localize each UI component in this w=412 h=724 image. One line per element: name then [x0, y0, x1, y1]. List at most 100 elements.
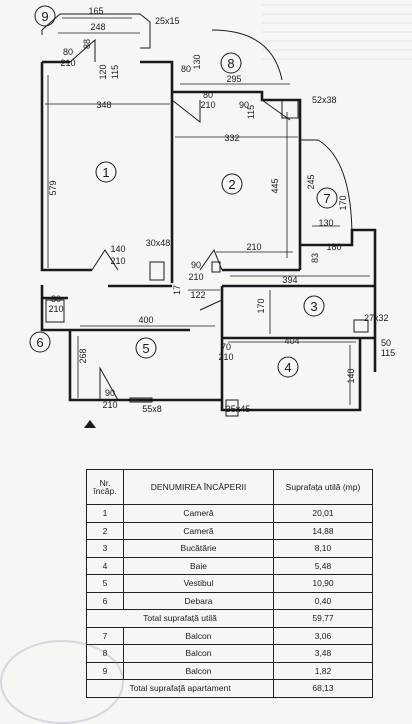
- table-row: 3 Bucătărie 8,10: [86, 539, 373, 558]
- dimension-text: 210: [48, 304, 63, 314]
- total-apartment-row: Total suprafață apartament 68,13: [86, 679, 373, 698]
- dimension-text: 130: [318, 218, 333, 228]
- dimension-text: 50: [381, 338, 391, 348]
- dimension-text: 83: [310, 253, 320, 263]
- dimension-text: 90: [239, 100, 249, 110]
- table-row: 1 Cameră 20,01: [86, 504, 373, 523]
- dimension-text: 180: [326, 242, 341, 252]
- dimension-text: 35x45: [226, 404, 251, 414]
- room-label: 4: [284, 360, 291, 375]
- dimension-text: 25x15: [155, 16, 180, 26]
- cell-name: Cameră: [123, 504, 274, 523]
- dimension-text: 80: [51, 294, 61, 304]
- room-label: 8: [227, 56, 234, 71]
- cell-name: Baie: [123, 556, 274, 575]
- cell-area: 3,48: [273, 644, 373, 663]
- cell-area: 3,06: [273, 626, 373, 645]
- room-label: 7: [323, 191, 330, 206]
- door-swings: [69, 38, 291, 401]
- table-row: 7 Balcon 3,06: [86, 626, 373, 645]
- dimension-text: 90: [105, 388, 115, 398]
- walls: [40, 13, 377, 412]
- dimension-text: 17: [172, 285, 182, 295]
- floor-plan: 1 2 3 4 5 6 7 8 9 165 248 25x15 80 210 8…: [29, 5, 395, 428]
- room-label: 6: [36, 335, 43, 350]
- dimension-text: 80: [203, 90, 213, 100]
- table-row: 9 Balcon 1,82: [86, 661, 373, 680]
- cell-nr: 2: [86, 521, 124, 540]
- room-label: 2: [228, 177, 235, 192]
- dimension-text: 165: [88, 6, 103, 16]
- dimension-text: 210: [218, 352, 233, 362]
- dimension-text: 445: [270, 178, 280, 193]
- area-table-container: Nr. încăp. DENUMIREA ÎNCĂPERII Suprafața…: [86, 469, 373, 698]
- room-label: 3: [310, 299, 317, 314]
- dimension-text: 579: [48, 180, 58, 195]
- table-row: 6 Debara 0,40: [86, 591, 373, 610]
- dimension-text: 130: [192, 54, 202, 69]
- cell-nr: 1: [86, 504, 124, 523]
- dimension-text: 210: [200, 100, 215, 110]
- total-util-row: Total suprafață utilă 59,77: [86, 609, 373, 628]
- cell-name: Balcon: [123, 626, 274, 645]
- cell-name: Balcon: [123, 644, 274, 663]
- table-row: 8 Balcon 3,48: [86, 644, 373, 663]
- room-label: 9: [41, 9, 48, 24]
- dimension-text: 210: [102, 400, 117, 410]
- cell-area: 5,48: [273, 556, 373, 575]
- dimension-text: 210: [246, 242, 261, 252]
- dimension-text: 394: [282, 275, 297, 285]
- table-row: 2 Cameră 14,88: [86, 521, 373, 540]
- dimension-text: 400: [138, 315, 153, 325]
- dimension-text: 88: [82, 39, 92, 49]
- header-name: DENUMIREA ÎNCĂPERII: [123, 469, 274, 505]
- dimension-text: 268: [78, 348, 88, 363]
- cell-area: 10,90: [273, 574, 373, 593]
- cell-nr: 7: [86, 626, 124, 645]
- dimension-text: 27x32: [364, 313, 389, 323]
- dimension-text: 140: [110, 244, 125, 254]
- dimension-text: 70: [221, 342, 231, 352]
- cell-area: 0,40: [273, 591, 373, 610]
- cell-name: Debara: [123, 591, 274, 610]
- dimension-text: 80: [63, 47, 73, 57]
- dimension-text: 248: [90, 22, 105, 32]
- cell-nr: 6: [86, 591, 124, 610]
- dimension-text: 404: [284, 336, 299, 346]
- cell-name: Vestibul: [123, 574, 274, 593]
- dimension-text: 90: [191, 260, 201, 270]
- table-row: 4 Baie 5,48: [86, 556, 373, 575]
- fixtures: [45, 99, 369, 417]
- scanned-text-background: [262, 0, 412, 60]
- dimension-texts: 165 248 25x15 80 210 88 120 115 80 130 2…: [48, 6, 395, 414]
- cell-area: 20,01: [273, 504, 373, 523]
- cell-area: 14,88: [273, 521, 373, 540]
- cell-name: Bucătărie: [123, 539, 274, 558]
- dimension-text: 80: [181, 64, 191, 74]
- room-label: 5: [142, 341, 149, 356]
- area-table: Nr. încăp. DENUMIREA ÎNCĂPERII Suprafața…: [86, 469, 373, 698]
- dimension-text: 30x48: [146, 238, 171, 248]
- room-label: 1: [102, 165, 109, 180]
- table-row: 5 Vestibul 10,90: [86, 574, 373, 593]
- dimension-text: 52x38: [312, 95, 337, 105]
- cell-nr: 5: [86, 574, 124, 593]
- cell-area: 8,10: [273, 539, 373, 558]
- dimension-text: 170: [338, 195, 348, 210]
- dimension-text: 295: [226, 74, 241, 84]
- total-apartment-area: 68,13: [273, 679, 373, 698]
- dimension-text: 210: [188, 272, 203, 282]
- header-area: Suprafața utilă (mp): [273, 469, 373, 505]
- dimension-text: 55x8: [142, 404, 162, 414]
- dimension-text: 245: [306, 174, 316, 189]
- stamp-seal: [0, 640, 124, 724]
- total-util-area: 59,77: [273, 609, 373, 628]
- dimension-text: 140: [346, 368, 356, 383]
- dimension-text: 170: [256, 298, 266, 313]
- dimension-text: 122: [190, 290, 205, 300]
- header-nr: Nr. încăp.: [86, 469, 124, 505]
- cell-nr: 4: [86, 556, 124, 575]
- dimension-text: 332: [224, 133, 239, 143]
- table-header-row: Nr. încăp. DENUMIREA ÎNCĂPERII Suprafața…: [86, 469, 373, 505]
- dimension-text: 348: [96, 100, 111, 110]
